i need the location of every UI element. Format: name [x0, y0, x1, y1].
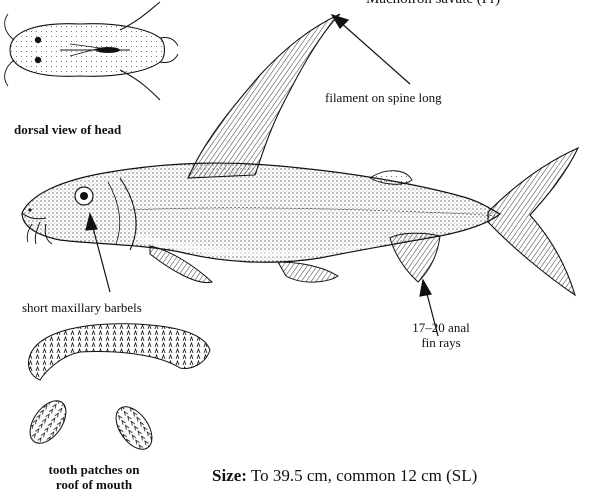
anal-rays-line-2: fin rays [386, 335, 496, 350]
tooth-patches [23, 324, 210, 456]
size-label: Size: [212, 466, 247, 485]
tooth-line-2: roof of mouth [14, 477, 174, 492]
size-statement: Size: To 39.5 cm, common 12 cm (SL) [212, 466, 477, 486]
dorsal-view-label: dorsal view of head [14, 122, 121, 137]
size-unit-note: (SL) [446, 466, 477, 485]
anal-rays-line-1: 17–20 anal [386, 320, 496, 335]
size-text: To 39.5 cm, common 12 cm [251, 466, 442, 485]
anal-rays-label: 17–20 anal fin rays [386, 320, 496, 350]
tooth-patches-label: tooth patches on roof of mouth [14, 462, 174, 492]
dorsal-head-view [5, 2, 178, 100]
barbels-label: short maxillary barbels [22, 300, 142, 315]
filament-label: filament on spine long [325, 90, 442, 105]
tooth-line-1: tooth patches on [14, 462, 174, 477]
